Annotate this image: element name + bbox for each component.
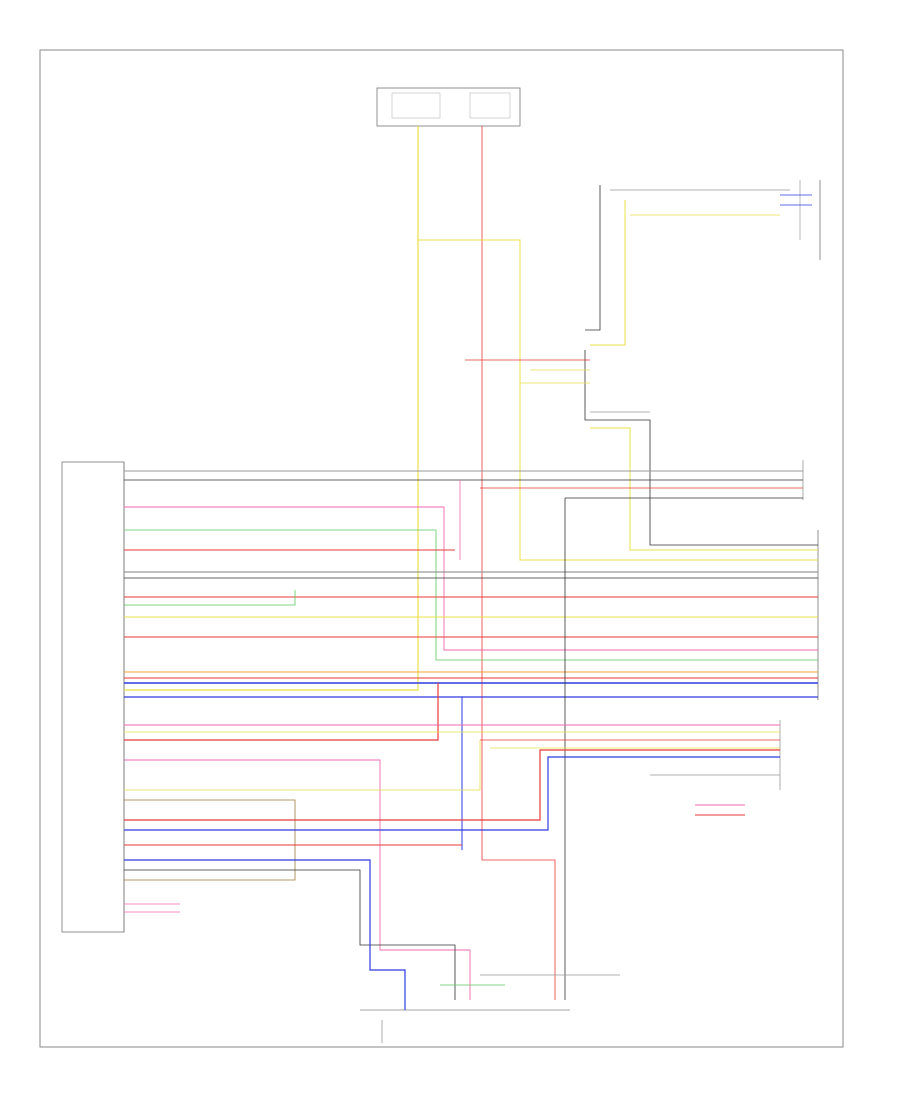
wire-42 bbox=[124, 799, 296, 881]
left-control-module bbox=[61, 461, 125, 933]
wire-41 bbox=[124, 740, 481, 791]
wire-43 bbox=[124, 749, 780, 821]
wire-19 bbox=[124, 529, 818, 661]
wire-14 bbox=[590, 427, 818, 551]
wire-harness bbox=[124, 126, 818, 1010]
wire-47 bbox=[124, 859, 406, 1010]
fuse-box bbox=[376, 87, 521, 127]
wire-31 bbox=[124, 683, 439, 741]
switch-block bbox=[799, 180, 821, 260]
wire-9 bbox=[584, 350, 818, 546]
wire-24 bbox=[124, 590, 296, 606]
wire-1 bbox=[481, 126, 556, 1000]
wire-18 bbox=[124, 506, 818, 651]
wire-44 bbox=[124, 756, 780, 831]
wire-40 bbox=[124, 759, 471, 1000]
wire-46 bbox=[124, 869, 456, 1000]
diagram-frame bbox=[39, 49, 844, 1048]
bottom-connector bbox=[360, 1009, 570, 1043]
wire-0 bbox=[124, 126, 419, 691]
wire-2 bbox=[418, 239, 818, 561]
right-connector bbox=[779, 460, 819, 790]
wire-5 bbox=[590, 200, 626, 346]
wire-3 bbox=[585, 185, 601, 331]
